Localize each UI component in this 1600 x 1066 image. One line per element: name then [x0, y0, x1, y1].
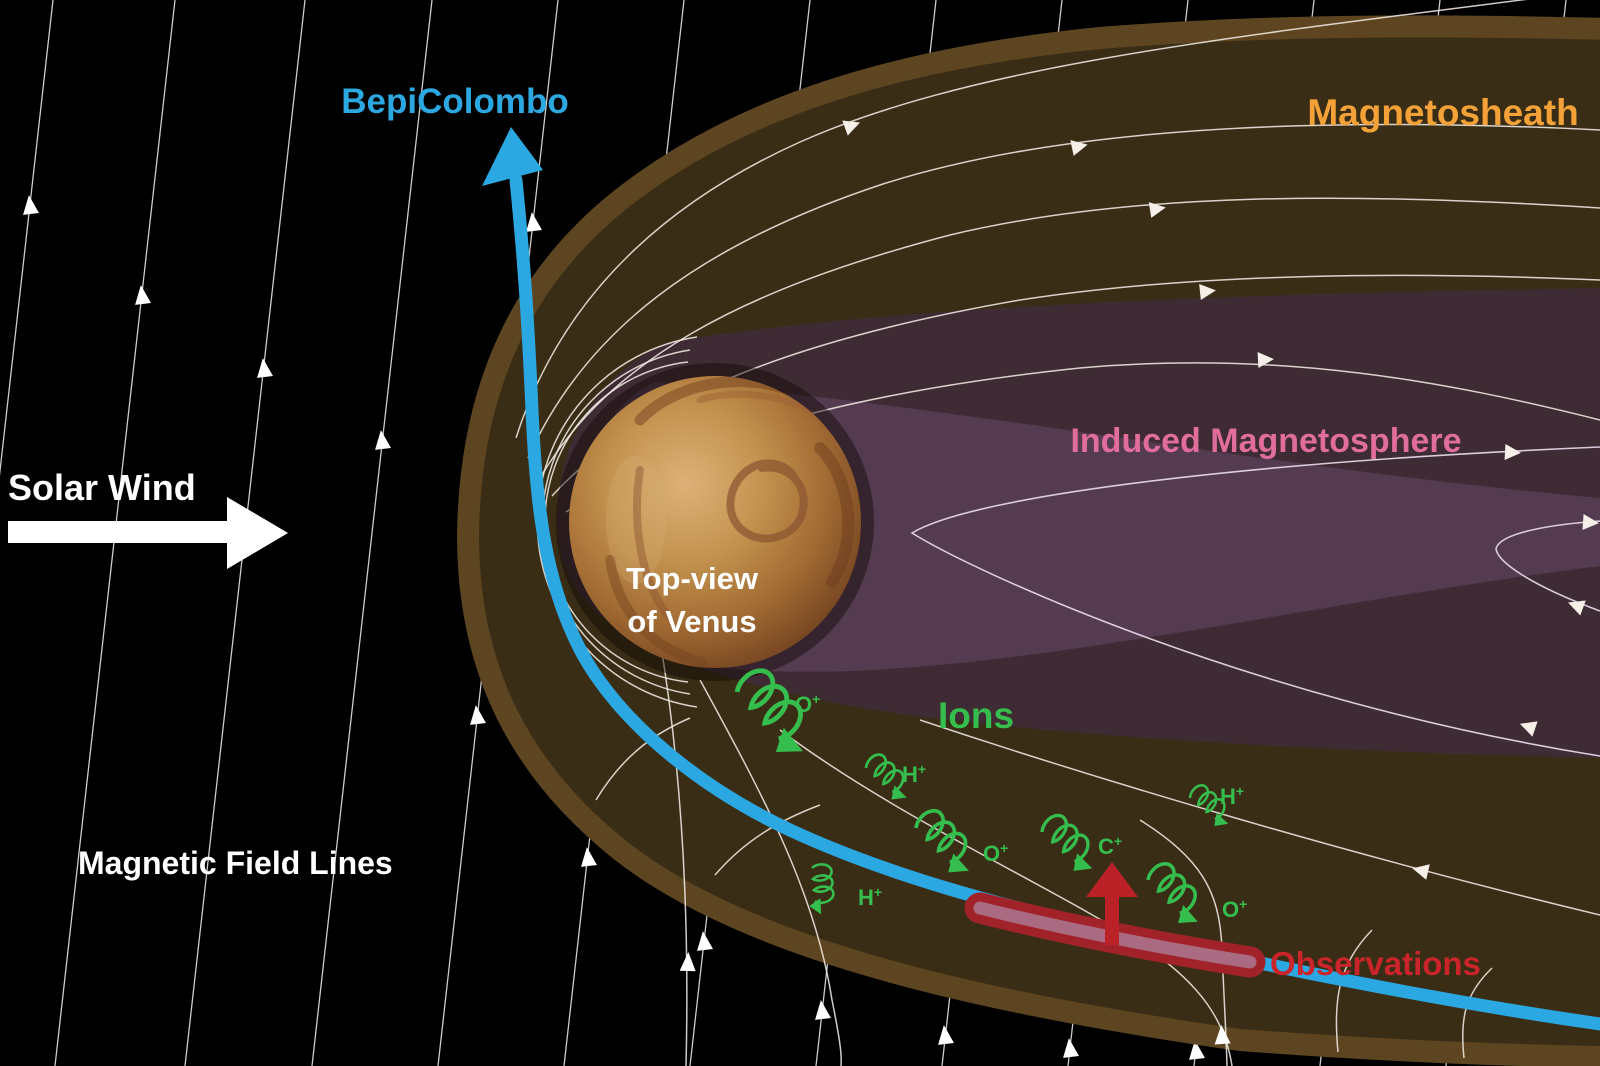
label-magnetosheath: Magnetosheath [1307, 92, 1578, 133]
label-observations: Observations [1270, 945, 1481, 982]
label-bepicolombo: BepiColombo [341, 82, 568, 121]
observations-marker [964, 862, 1266, 978]
solar-wind-arrow-icon [8, 497, 288, 569]
label-solar-wind: Solar Wind [8, 467, 196, 508]
label-ions: Ions [938, 695, 1014, 736]
tail-field-loops [910, 444, 1600, 757]
label-venus-line2: of Venus [627, 604, 756, 639]
venus-planet: Top-view of Venus [556, 363, 874, 681]
label-induced-magnetosphere: Induced Magnetosphere [1070, 422, 1461, 460]
ion-label: O+ [1222, 896, 1247, 922]
ion-label: H+ [902, 761, 926, 787]
ion-label: H+ [858, 884, 882, 910]
solar-wind-indicator: Solar Wind [8, 467, 288, 569]
ion-label: O+ [983, 840, 1008, 866]
trajectory-arrow-icon [482, 127, 543, 186]
ion-label: C+ [1098, 833, 1122, 859]
ion-label: O+ [795, 691, 820, 717]
label-venus-line1: Top-view [626, 561, 759, 596]
ion-label: H+ [1220, 783, 1244, 809]
observations-arrow-icon [1086, 862, 1138, 945]
label-magnetic-field-lines: Magnetic Field Lines [78, 845, 393, 881]
ion-spirals: O+ H+ O+ C+ H+ O+ H+ [723, 665, 1247, 930]
